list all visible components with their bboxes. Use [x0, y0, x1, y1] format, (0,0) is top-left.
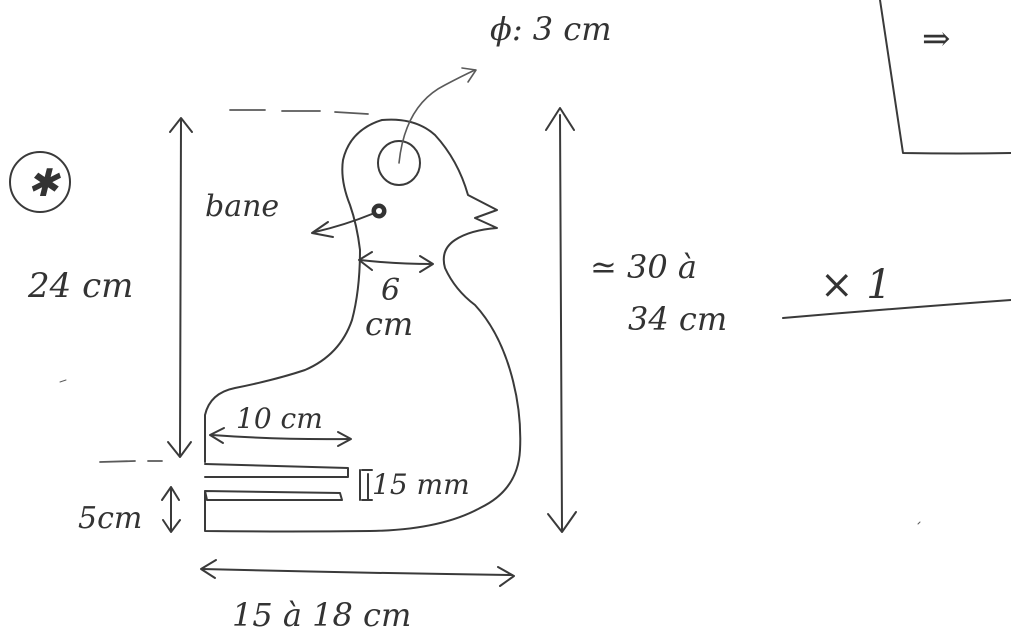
arrow-symbol: ⇒	[922, 19, 951, 59]
circled-mark: ✱	[27, 161, 61, 205]
base-height-marker	[161, 486, 181, 533]
multiplier-underline	[782, 299, 1011, 319]
neck-width-value: 6	[381, 273, 400, 308]
base-plank-bottom	[204, 490, 343, 501]
perch-label: bane	[205, 189, 279, 224]
box-outline	[879, 0, 1011, 155]
base-thickness-label: 15 mm	[372, 468, 470, 501]
perch-leader	[314, 213, 373, 233]
dim-24-line	[179, 119, 182, 456]
diameter-label: ϕ: 3 cm	[490, 10, 612, 48]
dim-total-line	[559, 114, 563, 531]
base-top-length-label: 10 cm	[236, 402, 323, 435]
base-dashed-guide	[99, 460, 163, 463]
base-width-arrow	[201, 568, 513, 576]
circled-mark-outline	[9, 151, 71, 213]
base-width-label: 15 à 18 cm	[232, 596, 411, 634]
multiplier-label: × 1	[820, 262, 892, 308]
neck-width-unit: cm	[365, 305, 413, 343]
base-height-label: 5cm	[78, 501, 142, 536]
neck-width-arrow	[359, 259, 433, 265]
base-top-length-arrow	[211, 434, 351, 441]
base-plank-top	[204, 463, 349, 478]
base-thickness-marker	[359, 469, 373, 501]
bird-outline	[204, 118, 522, 533]
entrance-hole	[377, 140, 421, 186]
smudge	[59, 379, 921, 525]
height-inner-label: 24 cm	[27, 266, 133, 306]
diameter-leader	[398, 69, 476, 164]
top-dashed-guide	[229, 109, 369, 115]
height-total-line1: ≃ 30 à	[590, 248, 697, 286]
height-total-line2: 34 cm	[628, 300, 727, 338]
